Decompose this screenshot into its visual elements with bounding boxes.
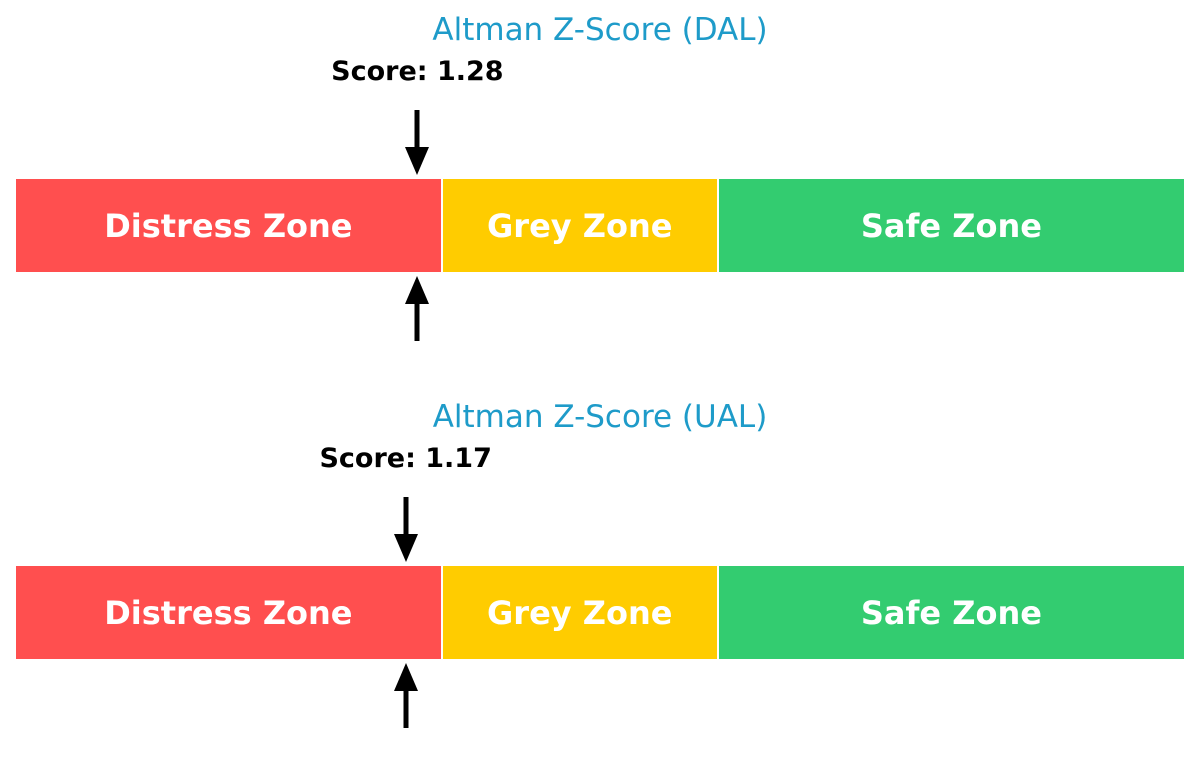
down-arrow-icon [393, 497, 418, 562]
chart-title: Altman Z-Score (DAL) [432, 12, 768, 48]
zone-safe: Safe Zone [716, 566, 1184, 659]
zscore-panel-dal: Altman Z-Score (DAL) Score: 1.28 Distres… [16, 12, 1184, 341]
zone-label: Safe Zone [860, 593, 1042, 632]
score-label: Score: 1.17 [319, 443, 492, 474]
zone-bar: Distress Zone Grey Zone Safe Zone [16, 179, 1184, 272]
zone-grey: Grey Zone [440, 179, 717, 272]
zone-label: Distress Zone [104, 206, 353, 245]
zone-label: Grey Zone [487, 593, 673, 632]
zone-distress: Distress Zone [16, 179, 441, 272]
zone-safe: Safe Zone [716, 179, 1184, 272]
up-arrow-icon [405, 276, 430, 341]
score-label: Score: 1.28 [331, 56, 504, 87]
zone-label: Distress Zone [104, 593, 353, 632]
zscore-panel-ual: Altman Z-Score (UAL) Score: 1.17 Distres… [0, 387, 1200, 774]
zone-distress: Distress Zone [16, 566, 441, 659]
zone-label: Grey Zone [487, 206, 673, 245]
zone-grey: Grey Zone [440, 566, 717, 659]
chart-title: Altman Z-Score (UAL) [432, 399, 768, 435]
zone-label: Safe Zone [860, 206, 1042, 245]
down-arrow-icon [405, 110, 430, 175]
up-arrow-icon [393, 663, 418, 728]
zone-bar: Distress Zone Grey Zone Safe Zone [16, 566, 1184, 659]
